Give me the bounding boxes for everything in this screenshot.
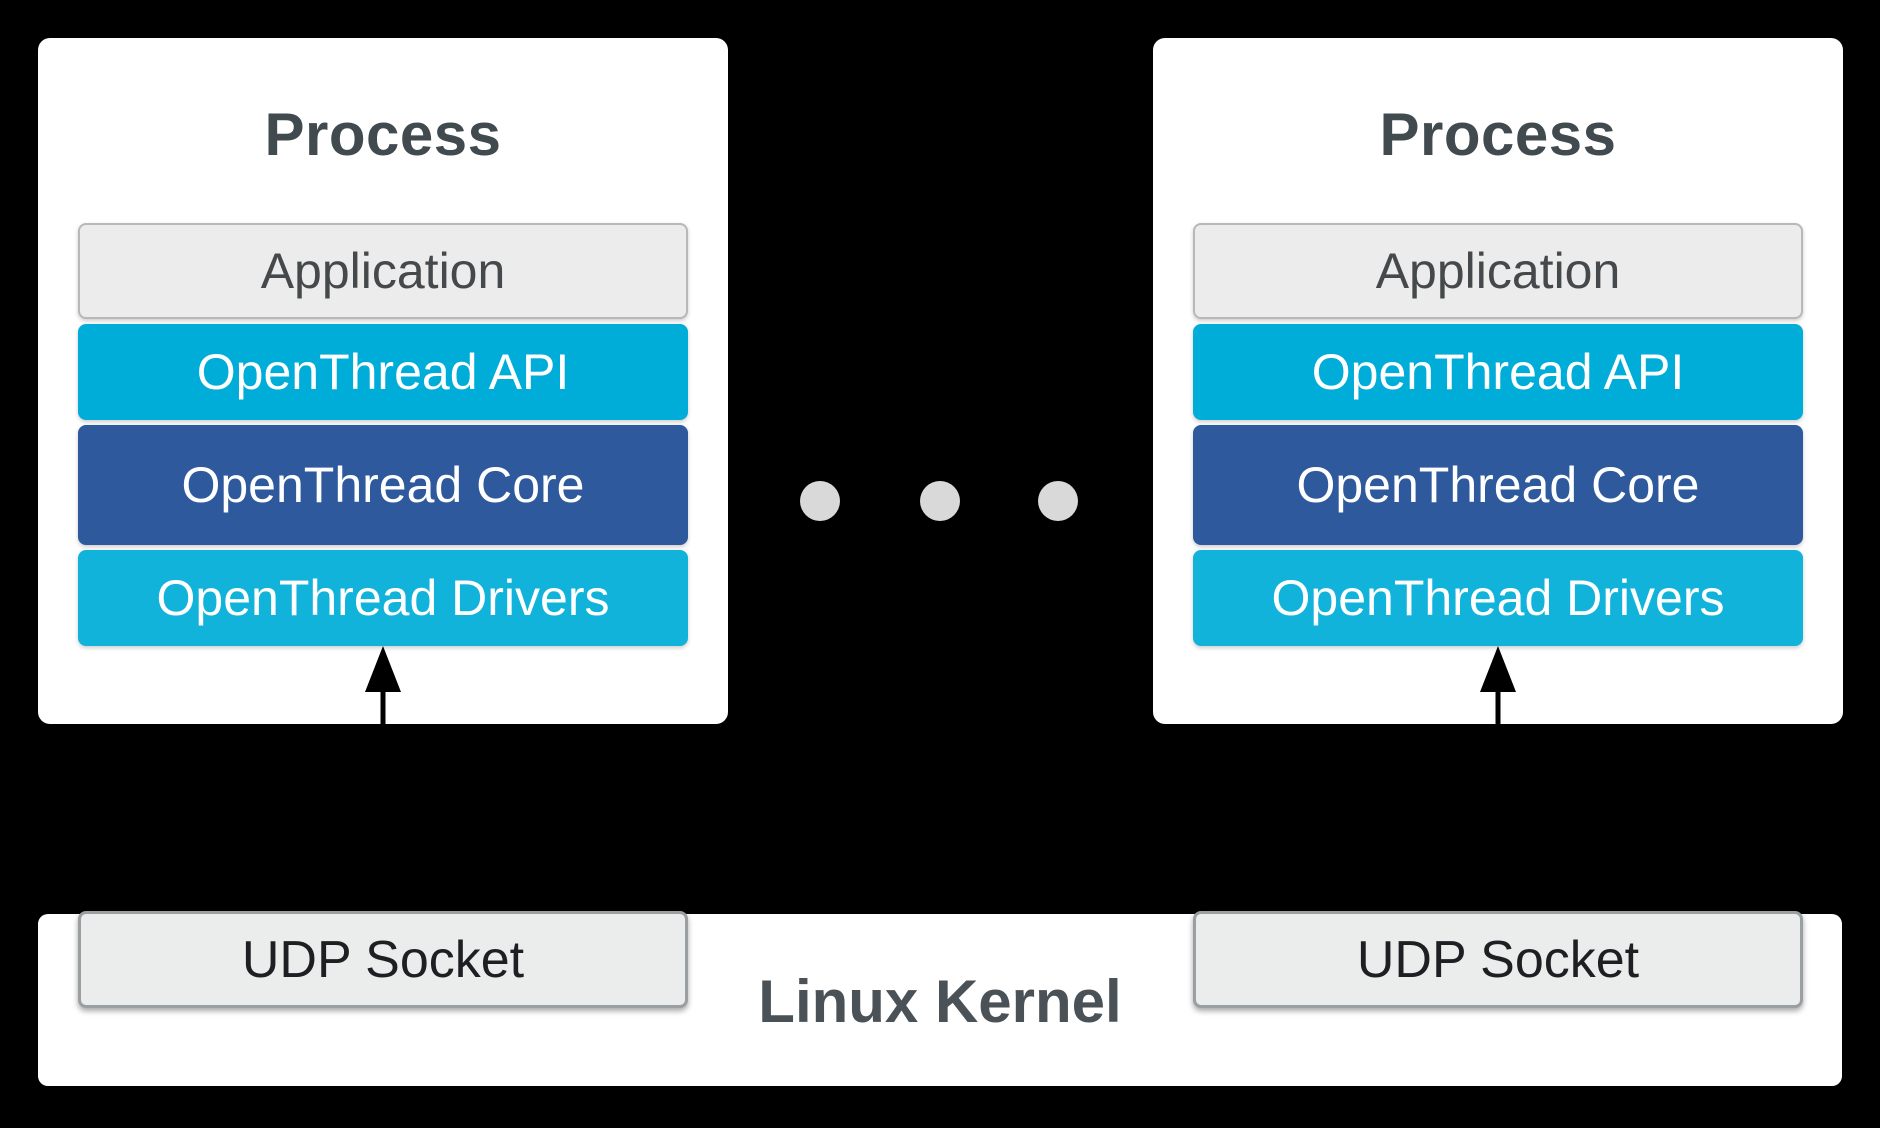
ellipsis-dot bbox=[920, 481, 960, 521]
layer-openthread-drivers: OpenThread Drivers bbox=[78, 550, 688, 646]
linux-kernel-bar: UDP Socket UDP Socket Linux Kernel bbox=[38, 911, 1842, 1086]
layer-openthread-api: OpenThread API bbox=[1193, 324, 1803, 420]
process-card-left: Process Application OpenThread API OpenT… bbox=[38, 38, 728, 724]
layer-openthread-core: OpenThread Core bbox=[78, 425, 688, 545]
udp-socket-box-left: UDP Socket bbox=[78, 911, 688, 1008]
layer-openthread-core: OpenThread Core bbox=[1193, 425, 1803, 545]
layer-application: Application bbox=[78, 223, 688, 319]
layer-stack: Application OpenThread API OpenThread Co… bbox=[78, 223, 688, 646]
process-title: Process bbox=[1379, 101, 1617, 168]
kernel-label: Linux Kernel bbox=[758, 968, 1122, 1035]
layer-openthread-drivers: OpenThread Drivers bbox=[1193, 550, 1803, 646]
ellipsis-dot bbox=[800, 481, 840, 521]
udp-socket-box-right: UDP Socket bbox=[1193, 911, 1803, 1008]
layer-openthread-api: OpenThread API bbox=[78, 324, 688, 420]
arrow-up-icon bbox=[1480, 646, 1516, 724]
process-card-right: Process Application OpenThread API OpenT… bbox=[1153, 38, 1843, 724]
process-title: Process bbox=[264, 101, 502, 168]
ellipsis-dot bbox=[1038, 481, 1078, 521]
layer-application: Application bbox=[1193, 223, 1803, 319]
layer-stack: Application OpenThread API OpenThread Co… bbox=[1193, 223, 1803, 646]
arrow-up-icon bbox=[365, 646, 401, 724]
